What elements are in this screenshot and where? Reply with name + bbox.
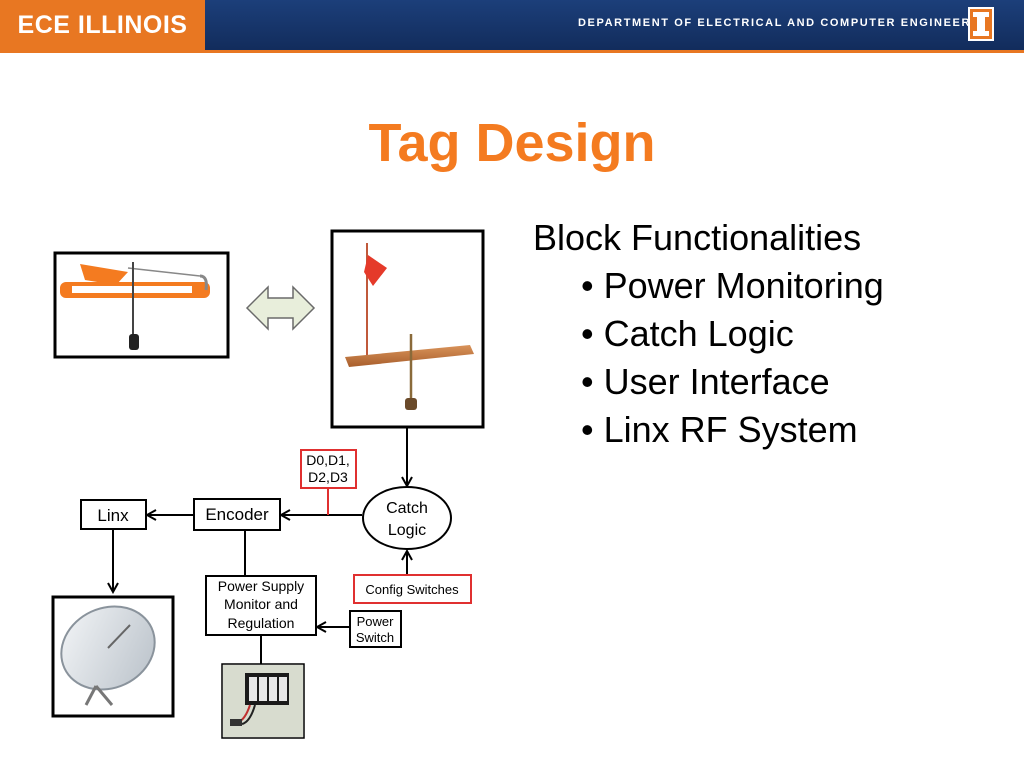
list-item: • Catch Logic bbox=[581, 313, 794, 354]
functionality-list: Block Functionalities • Power Monitoring… bbox=[533, 214, 884, 454]
power-switch-label-line2: Switch bbox=[356, 630, 394, 645]
illinois-block-i-icon bbox=[968, 7, 994, 41]
power-switch-block: Power Switch bbox=[349, 610, 402, 648]
satellite-dish-photo bbox=[51, 595, 175, 718]
power-supply-label-line1: Power Supply bbox=[218, 578, 304, 594]
wooden-tip-up-photo bbox=[330, 229, 485, 429]
power-supply-block: Power Supply Monitor and Regulation bbox=[205, 575, 317, 636]
list-item: • User Interface bbox=[581, 361, 830, 402]
list-item: • Linx RF System bbox=[581, 409, 858, 450]
slide-title: Tag Design bbox=[368, 113, 656, 173]
data-lines-label-line1: D0,D1, bbox=[306, 452, 350, 468]
connectors bbox=[113, 428, 407, 664]
catch-logic-label-line2: Logic bbox=[388, 522, 426, 539]
catch-logic-block: Catch Logic bbox=[362, 486, 452, 550]
catch-logic-label-line1: Catch bbox=[386, 500, 428, 517]
list-heading: Block Functionalities bbox=[533, 217, 862, 258]
encoder-block: Encoder bbox=[193, 498, 281, 531]
linx-block: Linx bbox=[80, 499, 147, 530]
header-accent-stripe bbox=[0, 50, 1024, 53]
double-arrow-icon bbox=[245, 285, 316, 331]
power-switch-label-line1: Power bbox=[357, 614, 395, 629]
battery-pack-photo bbox=[221, 663, 305, 739]
power-supply-label-line2: Monitor and bbox=[224, 596, 298, 612]
ece-illinois-logo: ECE ILLINOIS bbox=[0, 0, 205, 50]
power-supply-label-line3: Regulation bbox=[228, 615, 295, 631]
department-name: DEPARTMENT OF ELECTRICAL AND COMPUTER EN… bbox=[578, 17, 996, 29]
linx-label: Linx bbox=[97, 506, 129, 525]
config-switches-label: Config Switches bbox=[365, 582, 459, 597]
orange-tip-up-photo bbox=[53, 251, 230, 359]
data-lines-label-line2: D2,D3 bbox=[308, 469, 348, 485]
logo-text: ECE ILLINOIS bbox=[17, 10, 188, 39]
encoder-label: Encoder bbox=[205, 505, 269, 524]
data-lines-block: D0,D1, D2,D3 bbox=[300, 449, 357, 489]
config-switches-block: Config Switches bbox=[353, 574, 472, 604]
list-item: • Power Monitoring bbox=[581, 265, 884, 306]
